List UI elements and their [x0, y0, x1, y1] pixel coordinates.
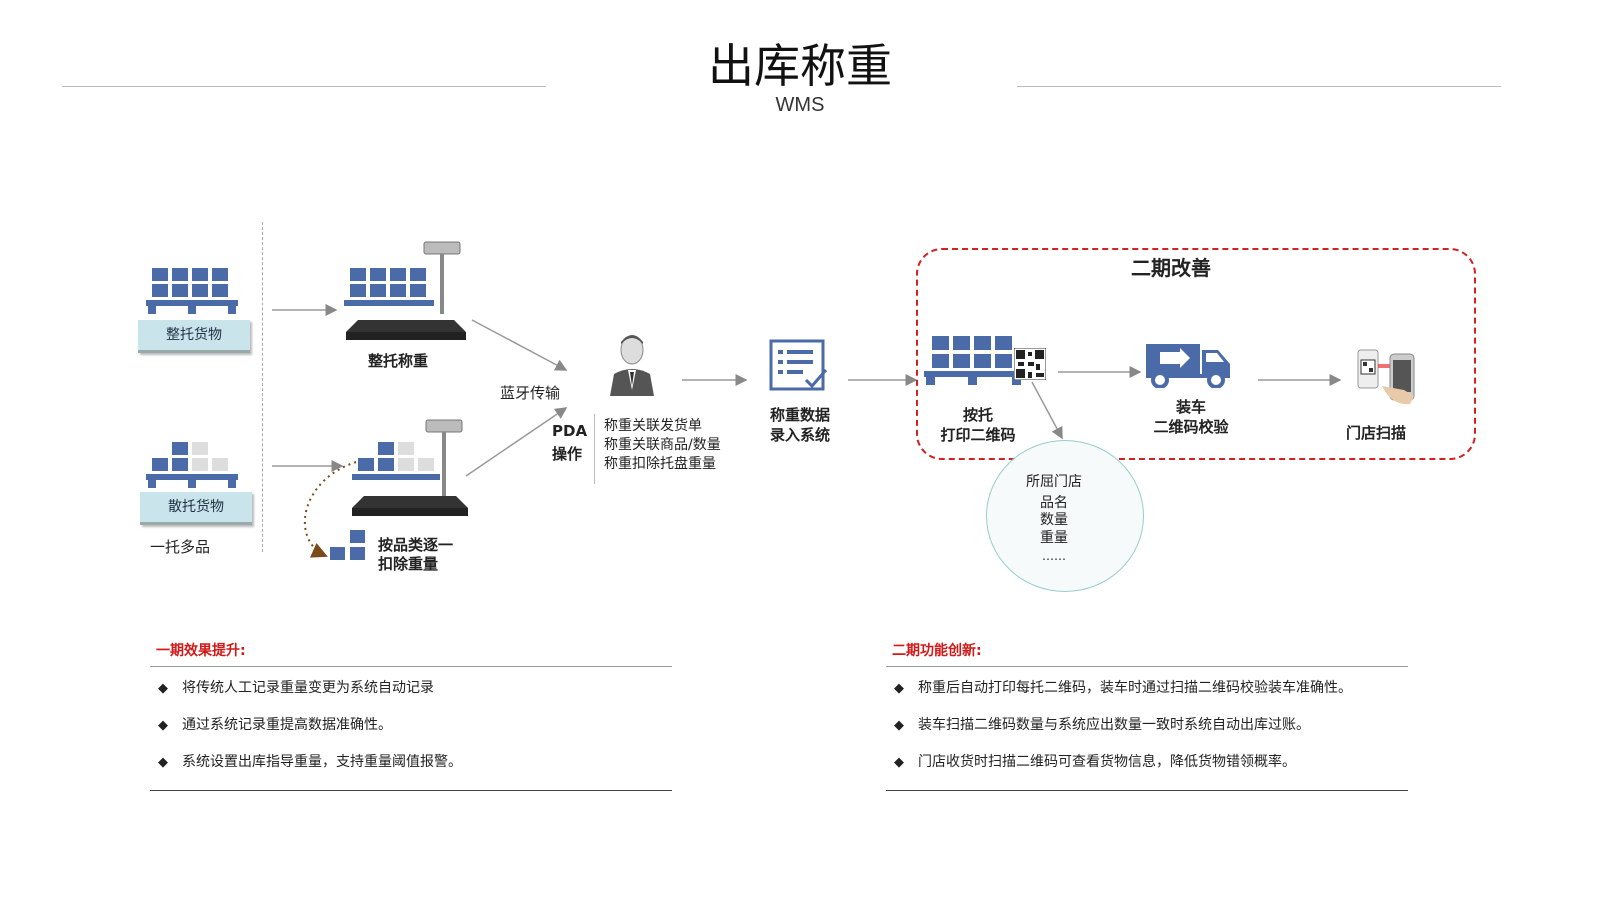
phone-scan-icon: [1357, 349, 1415, 405]
qr-info-store: 所屈门店: [1026, 474, 1082, 490]
qr-info-weight: 重量: [1040, 530, 1068, 546]
phase2-item: ◆装车扫描二维码数量与系统应出数量一致时系统自动出库过账。: [894, 717, 1310, 733]
pda-divider: [594, 414, 595, 484]
phase2-item: ◆称重后自动打印每托二维码，装车时通过扫描二维码校验装车准确性。: [894, 680, 1352, 696]
qr-info-name: 品名: [1040, 495, 1068, 511]
phase1-item: ◆将传统人工记录重量变更为系统自动记录: [158, 680, 434, 696]
phase2-item: ◆门店收货时扫描二维码可查看货物信息，降低货物错领概率。: [894, 754, 1296, 770]
scale-icon: [346, 241, 466, 340]
pda-line2: 操作: [552, 445, 583, 463]
phase1-title: 一期效果提升:: [156, 643, 246, 659]
phase1-top-rule: [150, 666, 672, 667]
document-check-icon: [769, 339, 828, 391]
source-divider: [262, 222, 263, 552]
print-line2: 打印二维码: [940, 426, 1016, 444]
arrow-icon: [471, 319, 568, 371]
by-category-line1: 按品类逐一: [378, 536, 454, 554]
pda-note: 称重扣除托盘重量: [604, 456, 716, 472]
bluetooth-label: 蓝牙传输: [500, 384, 561, 402]
loose-pallet-icon: [146, 442, 240, 492]
qr-pallet-icon: [924, 336, 1054, 390]
load-line1: 装车: [1175, 398, 1206, 416]
entry-line2: 录入系统: [769, 426, 830, 444]
arrow-icon: [1031, 381, 1063, 440]
qr-info-more: ……: [1042, 549, 1066, 563]
phase2-bottom-rule: [886, 790, 1408, 791]
print-line1: 按托: [962, 406, 993, 424]
phase1-item: ◆通过系统记录重提高数据准确性。: [158, 717, 392, 733]
by-category-line2: 扣除重量: [378, 555, 439, 573]
arrow-icon: [465, 407, 568, 477]
removed-items-icon: [330, 530, 370, 564]
scale-icon: [352, 419, 468, 516]
phase2-top-rule: [886, 666, 1408, 667]
pda-note: 称重关联发货单: [604, 418, 702, 434]
loose-pallet-scale-icon: [340, 416, 476, 528]
pda-note: 称重关联商品/数量: [604, 437, 721, 453]
load-line2: 二维码校验: [1153, 418, 1229, 436]
store-scan-label: 门店扫描: [1346, 424, 1407, 442]
phase2-title: 二期改善: [1131, 256, 1211, 280]
phase1-item: ◆系统设置出库指导重量，支持重量阈值报警。: [158, 754, 462, 770]
title-rule-right: [1017, 86, 1501, 87]
entry-line1: 称重数据: [769, 406, 830, 424]
page-title: 出库称重: [708, 39, 892, 93]
full-pallet-cargo-tag: 整托货物: [138, 320, 250, 353]
qr-info-bubble: [986, 440, 1144, 592]
phase1-bottom-rule: [150, 790, 672, 791]
loose-pallet-cargo-tag: 散托货物: [140, 492, 252, 525]
worker-icon: [610, 335, 654, 396]
phase2-panel-title: 二期功能创新:: [892, 643, 982, 659]
title-rule-left: [62, 86, 546, 87]
one-pallet-multi-label: 一托多品: [150, 538, 211, 556]
pda-line1: PDA: [552, 422, 588, 440]
page-subtitle: WMS: [775, 94, 825, 116]
arrow-icon: [303, 461, 357, 558]
phase2-region: [916, 248, 1476, 460]
qr-info-qty: 数量: [1040, 512, 1068, 528]
full-pallet-weigh-label: 整托称重: [368, 352, 429, 370]
full-pallet-icon: [146, 268, 240, 320]
full-pallet-scale-icon: [338, 238, 474, 346]
truck-icon: [1146, 344, 1230, 388]
qr-code-icon: [1014, 348, 1046, 380]
